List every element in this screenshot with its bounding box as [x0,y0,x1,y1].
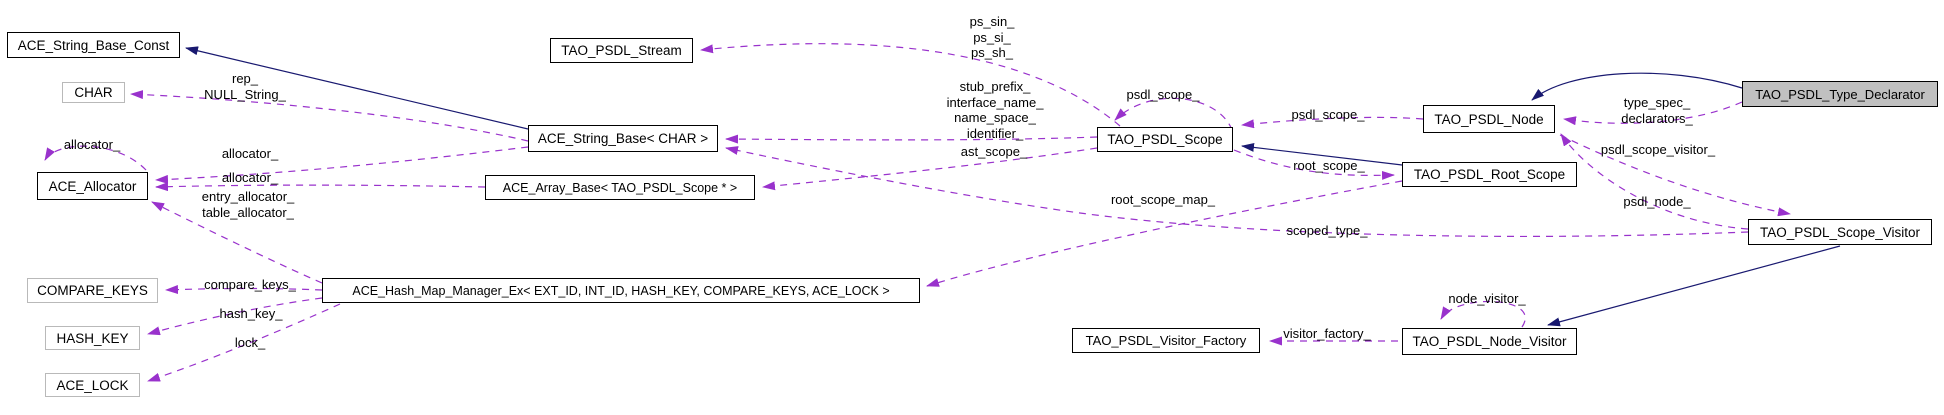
edge-usage-node-visitor-self-loop [1440,300,1526,328]
edge-usage-stub-block [725,134,1098,144]
node-ace-string-base-char[interactable]: ACE_String_Base< CHAR > [528,125,718,152]
edge-label-root-scope-map: root_scope_map_ [1110,192,1216,207]
node-tao-psdl-scope[interactable]: TAO_PSDL_Scope [1097,127,1233,152]
edge-usage-ast-scope [762,147,1098,191]
edge-label-rep-null-string: rep_ NULL_String_ [204,71,286,102]
edge-usage-rep-null-string [130,90,529,142]
edge-usage-allocator-from-arraybase [155,182,486,192]
edge-usage-psdl-scope-visitor [1559,134,1791,217]
node-tao-psdl-root-scope[interactable]: TAO_PSDL_Root_Scope [1402,162,1577,187]
node-compare-keys[interactable]: COMPARE_KEYS [27,278,158,303]
edge-label-compare-keys: compare_keys_ [204,277,296,292]
node-tao-psdl-type-declarator[interactable]: TAO_PSDL_Type_Declarator [1742,81,1938,107]
node-tao-psdl-visitor-factory[interactable]: TAO_PSDL_Visitor_Factory [1072,328,1260,353]
node-ace-lock[interactable]: ACE_LOCK [45,373,140,397]
edge-label-node-visitor: node_visitor_ [1448,291,1526,306]
edge-usage-psdl-scope-from-node [1241,116,1424,129]
edge-usage-scoped-type [725,146,1749,238]
edge-usage-root-scope [1233,149,1395,180]
edge-label-visitor-factory: visitor_factory_ [1283,326,1371,341]
node-tao-psdl-scope-visitor[interactable]: TAO_PSDL_Scope_Visitor [1748,219,1932,245]
edge-label-root-scope: root_scope_ [1293,158,1365,173]
edge-inherit-rootscope-to-scope [1241,142,1403,166]
edge-label-psdl-scope-visitor: psdl_scope_visitor_ [1600,142,1716,157]
edge-label-allocator-array: allocator_ [221,170,279,185]
node-ace-array-base[interactable]: ACE_Array_Base< TAO_PSDL_Scope * > [485,175,755,200]
edge-usage-compare-keys [165,285,323,295]
node-tao-psdl-node[interactable]: TAO_PSDL_Node [1423,105,1555,133]
edge-usage-psdl-node [1560,133,1749,230]
edge-label-psdl-node: psdl_node_ [1623,194,1691,209]
edge-label-ps-sin-si-sh: ps_sin_ ps_si_ ps_sh_ [969,14,1015,60]
edge-inherit-typedeclarator-to-node [1531,72,1743,101]
edge-usage-type-spec-declarators [1563,101,1743,126]
edge-usage-lock [147,303,341,382]
node-ace-allocator[interactable]: ACE_Allocator [37,172,148,200]
edge-label-type-spec-declarators: type_spec_ declarators_ [1621,95,1693,126]
node-ace-hash-map-manager-ex[interactable]: ACE_Hash_Map_Manager_Ex< EXT_ID, INT_ID,… [322,278,920,303]
edge-usage-root-scope-map [926,180,1403,287]
edge-usage-entry-table-allocator [151,201,323,284]
edge-label-lock: lock_ [234,335,266,350]
edge-inherit-stringbase-to-stringbaseconst [185,46,529,130]
node-char[interactable]: CHAR [62,82,125,103]
edge-label-psdl-scope-node: psdl_scope_ [1291,107,1365,122]
edge-usage-allocator-self-loop [44,145,147,171]
edge-label-hash-key: hash_key_ [219,306,283,321]
edge-usage-psdl-scope-self-loop [1114,97,1233,131]
node-hash-key[interactable]: HASH_KEY [45,326,140,350]
edge-usage-ps-stream [700,43,1121,127]
node-ace-string-base-const[interactable]: ACE_String_Base_Const [7,32,180,58]
edge-inherit-scopevisitor-to-nodevisitor [1547,245,1841,327]
node-tao-psdl-stream[interactable]: TAO_PSDL_Stream [550,38,693,63]
edge-label-ast-scope: ast_scope_ [960,144,1028,159]
edge-usage-hash-key [147,297,323,336]
edge-label-entry-table-allocator: entry_allocator_ table_allocator_ [201,189,295,220]
edge-label-allocator-self: allocator_ [63,137,121,152]
edge-label-allocator-string: allocator_ [221,146,279,161]
edge-usage-allocator-from-stringbase [155,146,529,184]
edge-label-scoped-type: scoped_type_ [1286,223,1368,238]
edge-label-stub-block: stub_prefix_ interface_name_ name_space_… [946,79,1044,141]
node-tao-psdl-node-visitor[interactable]: TAO_PSDL_Node_Visitor [1402,328,1577,355]
edge-label-psdl-scope-self: psdl_scope_ [1126,87,1200,102]
